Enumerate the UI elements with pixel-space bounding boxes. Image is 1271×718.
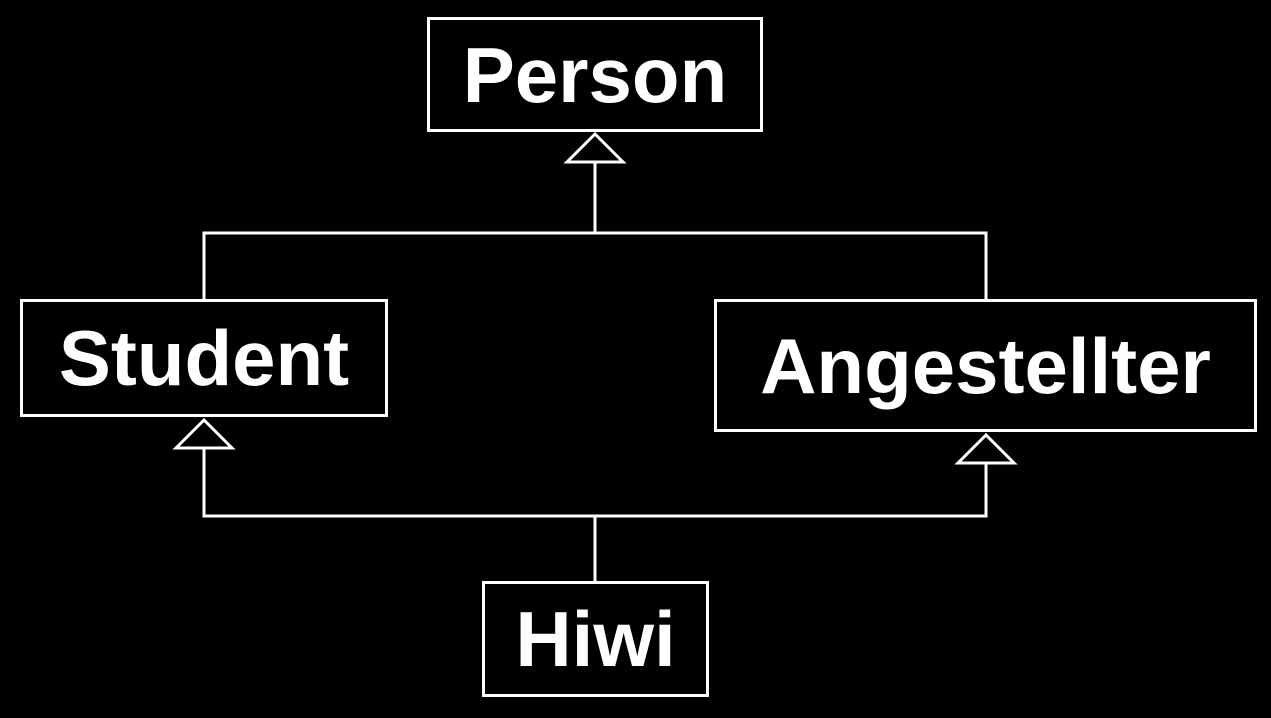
class-hiwi-label: Hiwi [515,595,676,683]
class-angestellter: Angestellter [714,299,1257,432]
class-person: Person [427,17,763,132]
class-student: Student [20,299,388,417]
class-hiwi: Hiwi [482,581,709,697]
connector-hiwi-to-student [202,448,595,518]
class-angestellter-label: Angestellter [760,321,1211,410]
connector-student-to-person [202,162,597,299]
person-generalization-arrowhead-icon [563,131,627,164]
connector-angestellter-to-person [595,231,988,299]
angestellter-generalization-arrowhead-icon [954,432,1018,465]
class-person-label: Person [462,30,728,119]
class-student-label: Student [58,314,350,402]
connector-hiwi-to-angestellter [595,463,988,518]
student-generalization-arrowhead-icon [172,417,236,450]
